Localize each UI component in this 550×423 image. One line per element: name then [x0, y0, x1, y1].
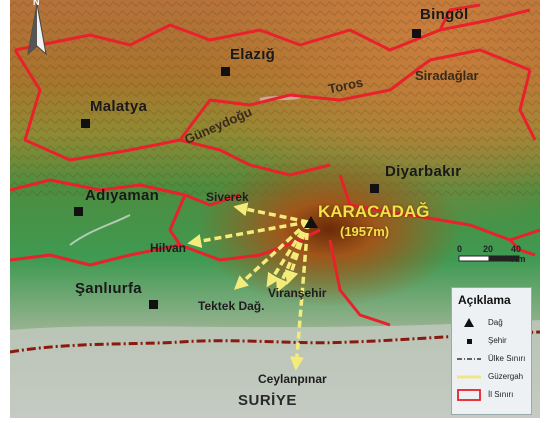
route-line-icon: [457, 375, 481, 379]
city-label-diyarbakir: Diyarbakır: [385, 163, 462, 180]
dest-label-hilvan: Hilvan: [150, 241, 187, 255]
route-arrows: [187, 202, 310, 371]
north-label: N: [33, 0, 40, 7]
scale-tick-20: 20: [483, 244, 494, 254]
city-label-adiyaman: Adıyaman: [85, 187, 160, 204]
legend-item-dag: Dağ: [456, 316, 530, 330]
legend-label: İl Sınırı: [488, 390, 514, 399]
map-legend: Açıklama Dağ Şehir Ülke Sınırı Güzergah …: [451, 287, 532, 415]
dest-label-viransehir: Viranşehir: [268, 286, 327, 300]
map-graphics: [10, 0, 540, 418]
country-border: [10, 330, 540, 354]
city-label-sanliurfa: Şanlıurfa: [75, 280, 142, 297]
volcano-name: KARACADAĞ: [318, 202, 430, 221]
city-label-malatya: Malatya: [90, 98, 148, 115]
legend-label: Şehir: [488, 336, 507, 345]
karacadag-triangle: [304, 216, 318, 228]
legend-label: Güzergah: [488, 372, 524, 381]
country-border-line-icon: [457, 358, 481, 360]
city-label-elazig: Elazığ: [230, 46, 276, 63]
scale-tick-40: 40 Km: [511, 244, 526, 264]
north-arrow-icon: N: [24, 0, 50, 62]
ridge-label-siradaglar: Siradağlar: [415, 68, 479, 83]
legend-item-il-siniri: İl Sınırı: [456, 388, 530, 402]
province-border-box-icon: [457, 389, 481, 401]
city-square-icon: [467, 339, 472, 344]
legend-item-ulke-siniri: Ülke Sınırı: [456, 352, 530, 366]
province-borders: [10, 3, 540, 327]
dest-label-siverek: Siverek: [206, 190, 249, 204]
dest-label-ceylanpinar: Ceylanpınar: [258, 372, 327, 386]
volcano-elevation: (1957m): [340, 224, 390, 239]
relief-map: Bingöl Elazığ Malatya Adıyaman Diyarbakı…: [10, 0, 540, 418]
legend-item-sehir: Şehir: [456, 334, 530, 348]
country-label-suriye: SURİYE: [238, 392, 297, 409]
legend-label: Dağ: [488, 318, 503, 327]
legend-title: Açıklama: [458, 293, 511, 307]
scale-bar: 0 20 40 Km: [455, 244, 537, 264]
city-markers: [74, 29, 421, 309]
legend-item-guzergah: Güzergah: [456, 370, 530, 384]
mountain-triangle-icon: [464, 318, 474, 327]
city-label-bingol: Bingöl: [420, 6, 469, 23]
dest-label-tektek: Tektek Dağ.: [198, 299, 265, 313]
scale-tick-0: 0: [457, 244, 463, 254]
legend-label: Ülke Sınırı: [488, 354, 526, 363]
